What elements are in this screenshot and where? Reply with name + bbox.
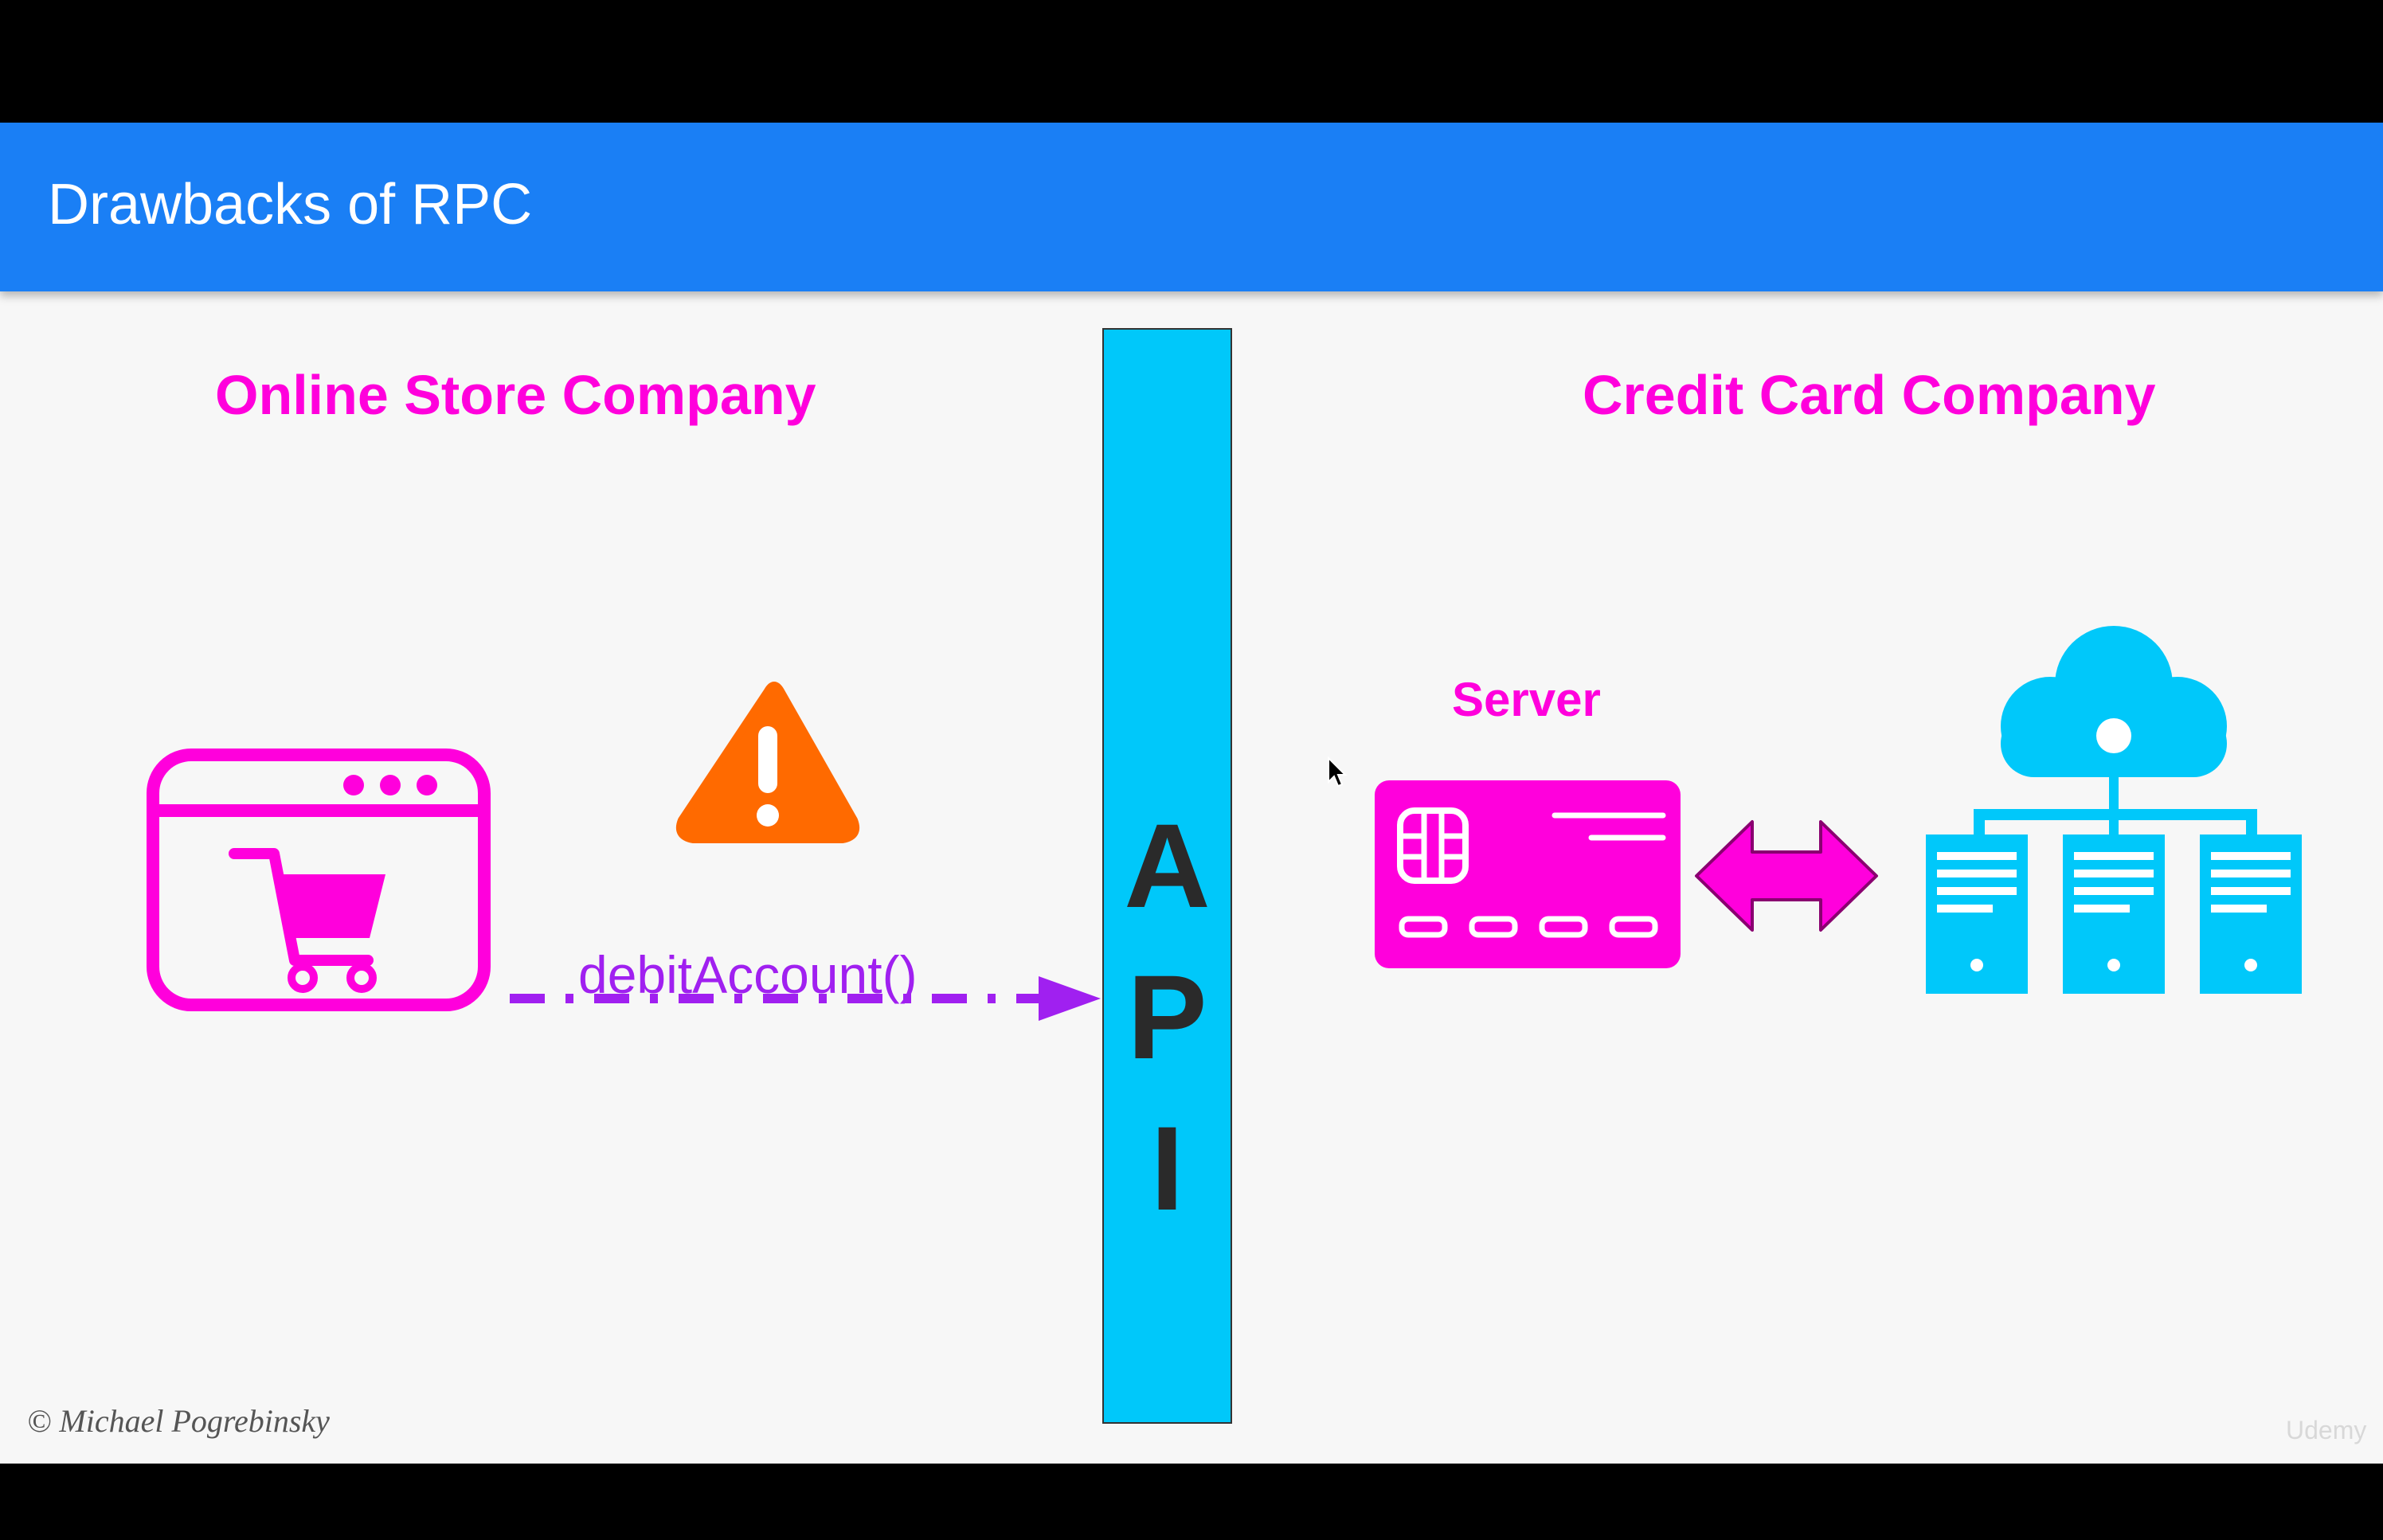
credit-card-company-label: Credit Card Company xyxy=(1583,364,2156,426)
slide-title: Drawbacks of RPC xyxy=(48,173,533,236)
debit-account-call-label: debitAccount() xyxy=(578,945,918,1004)
slide: Drawbacks of RPC Online Store Company Cr… xyxy=(0,123,2383,1464)
video-top-letterbox xyxy=(0,0,2383,123)
server-label: Server xyxy=(1452,673,1601,726)
api-boundary: A P I xyxy=(1102,328,1232,1424)
rpc-call-arrow xyxy=(510,976,1101,1021)
api-letter-p: P xyxy=(1127,950,1207,1084)
video-bottom-letterbox xyxy=(0,1464,2383,1540)
mouse-pointer-icon xyxy=(1328,756,1348,788)
api-letter-i: I xyxy=(1150,1101,1184,1235)
warning-triangle-icon xyxy=(675,682,860,843)
cloud-server-network-icon xyxy=(1926,626,2302,994)
double-arrow-icon xyxy=(1695,820,1878,932)
shopping-cart-browser-icon xyxy=(147,749,491,1011)
credit-card-icon xyxy=(1375,780,1681,968)
udemy-watermark: Udemy xyxy=(2286,1416,2367,1444)
author-credit: © Michael Pogrebinsky xyxy=(27,1403,330,1439)
online-store-company-label: Online Store Company xyxy=(215,364,816,426)
api-letter-a: A xyxy=(1124,799,1211,932)
slide-header: Drawbacks of RPC xyxy=(0,123,2383,291)
